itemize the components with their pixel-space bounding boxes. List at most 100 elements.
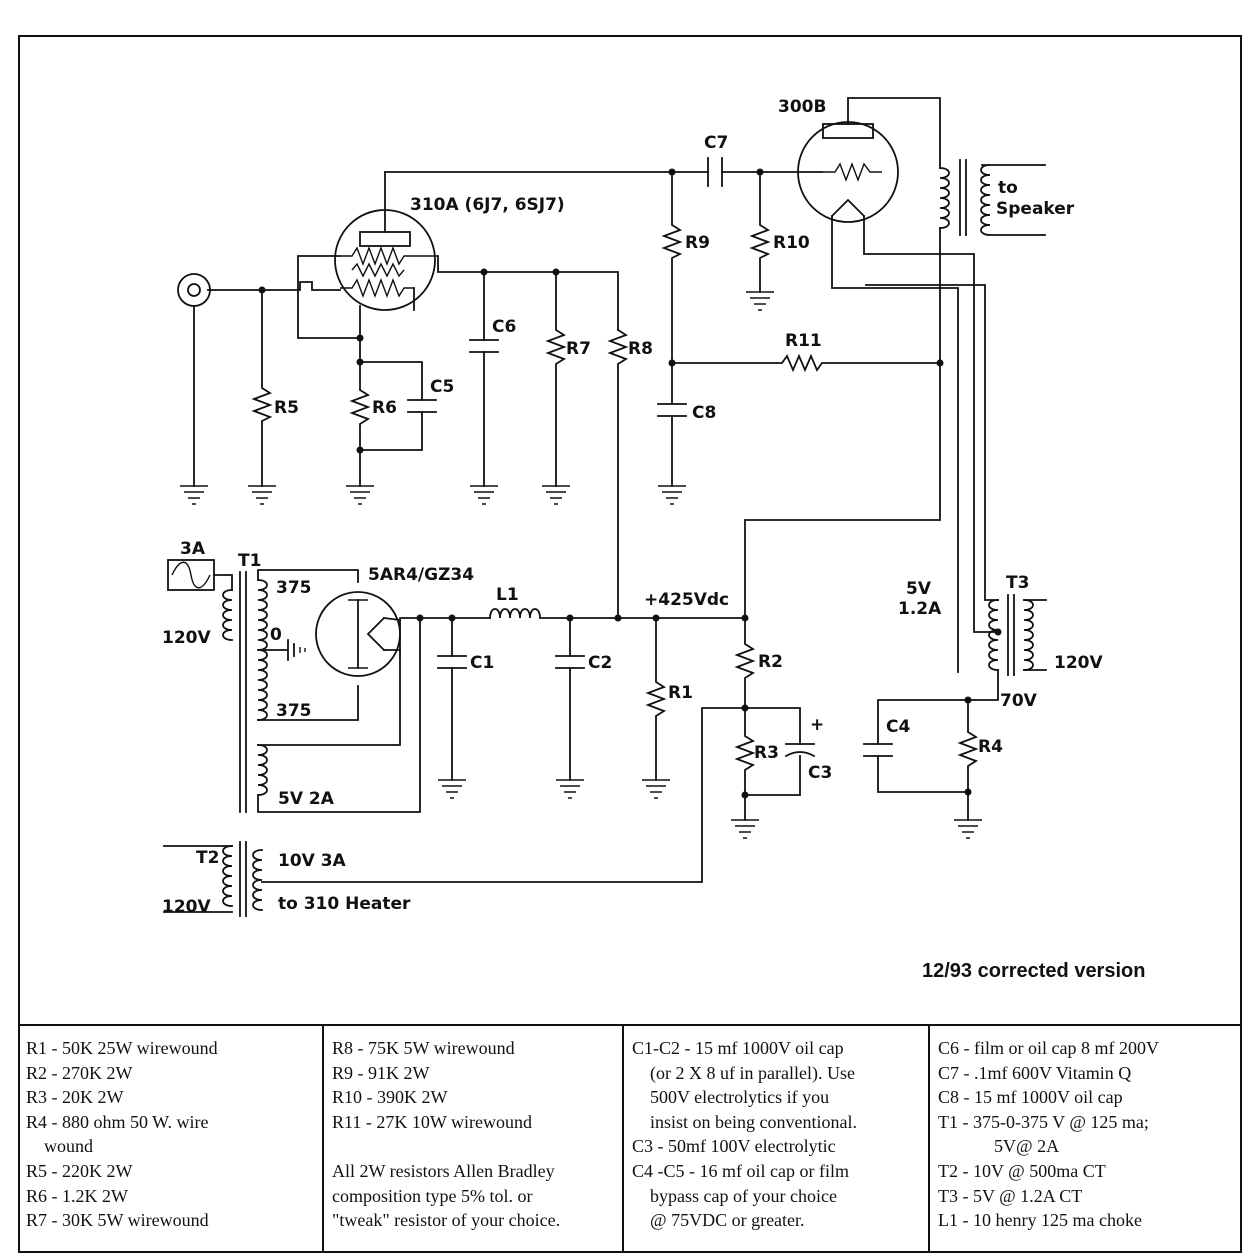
label-speaker: Speaker	[996, 199, 1075, 219]
label-t1: T1	[238, 551, 261, 571]
label-t3-12a: 1.2A	[898, 599, 942, 619]
label-c2: C2	[588, 653, 612, 673]
label-r3: R3	[754, 743, 779, 763]
label-c1: C1	[470, 653, 494, 673]
t3-heater-transformer	[865, 284, 1047, 701]
r10-resistor	[749, 171, 771, 293]
amplifier-schematic: 300B 310A (6J7, 6SJ7) C7 R9 R10 R11 C6 R…	[162, 97, 1145, 982]
part-line: R8 - 75K 5W wirewound	[332, 1038, 515, 1058]
rectifier-5ar4	[315, 591, 491, 677]
label-t2: T2	[196, 848, 219, 868]
label-t2-heater: to 310 Heater	[278, 894, 411, 914]
fuse-3a	[167, 559, 233, 591]
label-t1-0: 0	[270, 625, 282, 645]
part-line: C6 - film or oil cap 8 mf 200V	[938, 1038, 1159, 1058]
label-t2-10v3a: 10V 3A	[278, 851, 347, 871]
label-t1-375-top: 375	[276, 578, 312, 598]
label-r11: R11	[785, 331, 822, 351]
part-line: C3 - 50mf 100V electrolytic	[632, 1136, 836, 1157]
input-jack[interactable]	[177, 273, 211, 505]
label-r6: R6	[372, 398, 397, 418]
outer-frame	[18, 35, 1242, 1253]
part-line: "tweak" resistor of your choice.	[332, 1210, 561, 1231]
r5-resistor	[251, 289, 273, 487]
part-line: bypass cap of your choice	[650, 1185, 837, 1206]
label-b-plus: +425Vdc	[644, 590, 729, 610]
part-line: R1 - 50K 25W wirewound	[26, 1038, 218, 1058]
part-line: R6 - 1.2K 2W	[26, 1185, 128, 1206]
label-r1: R1	[668, 683, 693, 703]
r11-resistor	[671, 353, 941, 373]
t2-filament-transformer	[163, 841, 263, 917]
parts-column-3: C1-C2 - 15 mf 1000V oil cap (or 2 X 8 uf…	[622, 1026, 928, 1253]
part-line: C7 - .1mf 600V Vitamin Q	[938, 1062, 1132, 1083]
c2-capacitor	[555, 614, 585, 799]
c6-capacitor	[469, 271, 499, 505]
label-c3: C3	[808, 763, 832, 783]
label-t3-5v: 5V	[906, 579, 932, 599]
label-r7: R7	[566, 339, 591, 359]
label-t1-375-bot: 375	[276, 701, 312, 721]
parts-list: R1 - 50K 25W wirewound R2 - 270K 2W R3 -…	[18, 1024, 1242, 1253]
output-transformer	[744, 159, 1046, 619]
part-line: R3 - 20K 2W	[26, 1087, 124, 1108]
label-t3: T3	[1006, 573, 1029, 593]
t1-power-transformer	[222, 569, 421, 813]
part-line: C8 - 15 mf 1000V oil cap	[938, 1087, 1123, 1108]
r9-resistor	[661, 171, 683, 364]
label-c3-plus: +	[810, 715, 824, 735]
label-r10: R10	[773, 233, 810, 253]
label-t1-120v: 120V	[162, 628, 211, 648]
part-line: R4 - 880 ohm 50 W. wire	[26, 1111, 209, 1132]
label-r2: R2	[758, 652, 783, 672]
r8-resistor	[607, 328, 629, 619]
part-line: insist on being conventional.	[650, 1111, 857, 1132]
label-t2-120v: 120V	[162, 897, 211, 917]
c4-r4-bias	[863, 696, 983, 839]
label-c5: C5	[430, 377, 454, 397]
label-c7: C7	[704, 133, 728, 153]
label-t1-5v2a: 5V 2A	[278, 789, 335, 809]
label-c8: C8	[692, 403, 716, 423]
l1-choke	[489, 608, 746, 619]
r2-r3-c3-divider	[261, 614, 816, 883]
c7-capacitor	[384, 157, 764, 187]
part-line: (or 2 X 8 uf in parallel). Use	[650, 1062, 855, 1083]
parts-column-4: C6 - film or oil cap 8 mf 200V C7 - .1mf…	[928, 1026, 1242, 1253]
label-t3-70v: 70V	[1000, 691, 1038, 711]
label-r5: R5	[274, 398, 299, 418]
tube-300b	[759, 97, 999, 673]
label-rectifier: 5AR4/GZ34	[368, 565, 474, 585]
label-fuse-3a: 3A	[180, 539, 206, 559]
tube-310a	[207, 171, 619, 363]
label-310a: 310A (6J7, 6SJ7)	[410, 195, 565, 215]
label-c4: C4	[886, 717, 910, 737]
part-line: composition type 5% tol. or	[332, 1185, 533, 1206]
version-note: 12/93 corrected version	[922, 960, 1145, 982]
parts-column-2: R8 - 75K 5W wirewound R9 - 91K 2W R10 - …	[322, 1026, 622, 1253]
c1-capacitor	[437, 614, 467, 799]
part-line: L1 - 10 henry 125 ma choke	[938, 1210, 1142, 1231]
part-line: T2 - 10V @ 500ma CT	[938, 1160, 1106, 1181]
part-line: R7 - 30K 5W wirewound	[26, 1210, 209, 1231]
label-l1: L1	[496, 585, 519, 605]
part-line: T3 - 5V @ 1.2A CT	[938, 1185, 1083, 1206]
part-line: R2 - 270K 2W	[26, 1062, 133, 1083]
label-t3-120v: 120V	[1054, 653, 1103, 673]
part-line: @ 75VDC or greater.	[650, 1210, 805, 1231]
part-line: R9 - 91K 2W	[332, 1062, 430, 1083]
part-line: R11 - 27K 10W wirewound	[332, 1111, 532, 1132]
part-line: T1 - 375-0-375 V @ 125 ma;	[938, 1111, 1149, 1132]
label-300b: 300B	[778, 97, 826, 117]
part-line: C4 -C5 - 16 mf oil cap or film	[632, 1160, 849, 1181]
label-r8: R8	[628, 339, 653, 359]
parts-column-1: R1 - 50K 25W wirewound R2 - 270K 2W R3 -…	[18, 1026, 322, 1253]
label-c6: C6	[492, 317, 516, 337]
label-r4: R4	[978, 737, 1003, 757]
label-to: to	[998, 178, 1018, 198]
label-r9: R9	[685, 233, 710, 253]
r6-c5-cathode	[345, 358, 437, 505]
part-line: R10 - 390K 2W	[332, 1087, 448, 1108]
part-line: wound	[44, 1136, 93, 1157]
part-line: 5V@ 2A	[994, 1136, 1060, 1157]
